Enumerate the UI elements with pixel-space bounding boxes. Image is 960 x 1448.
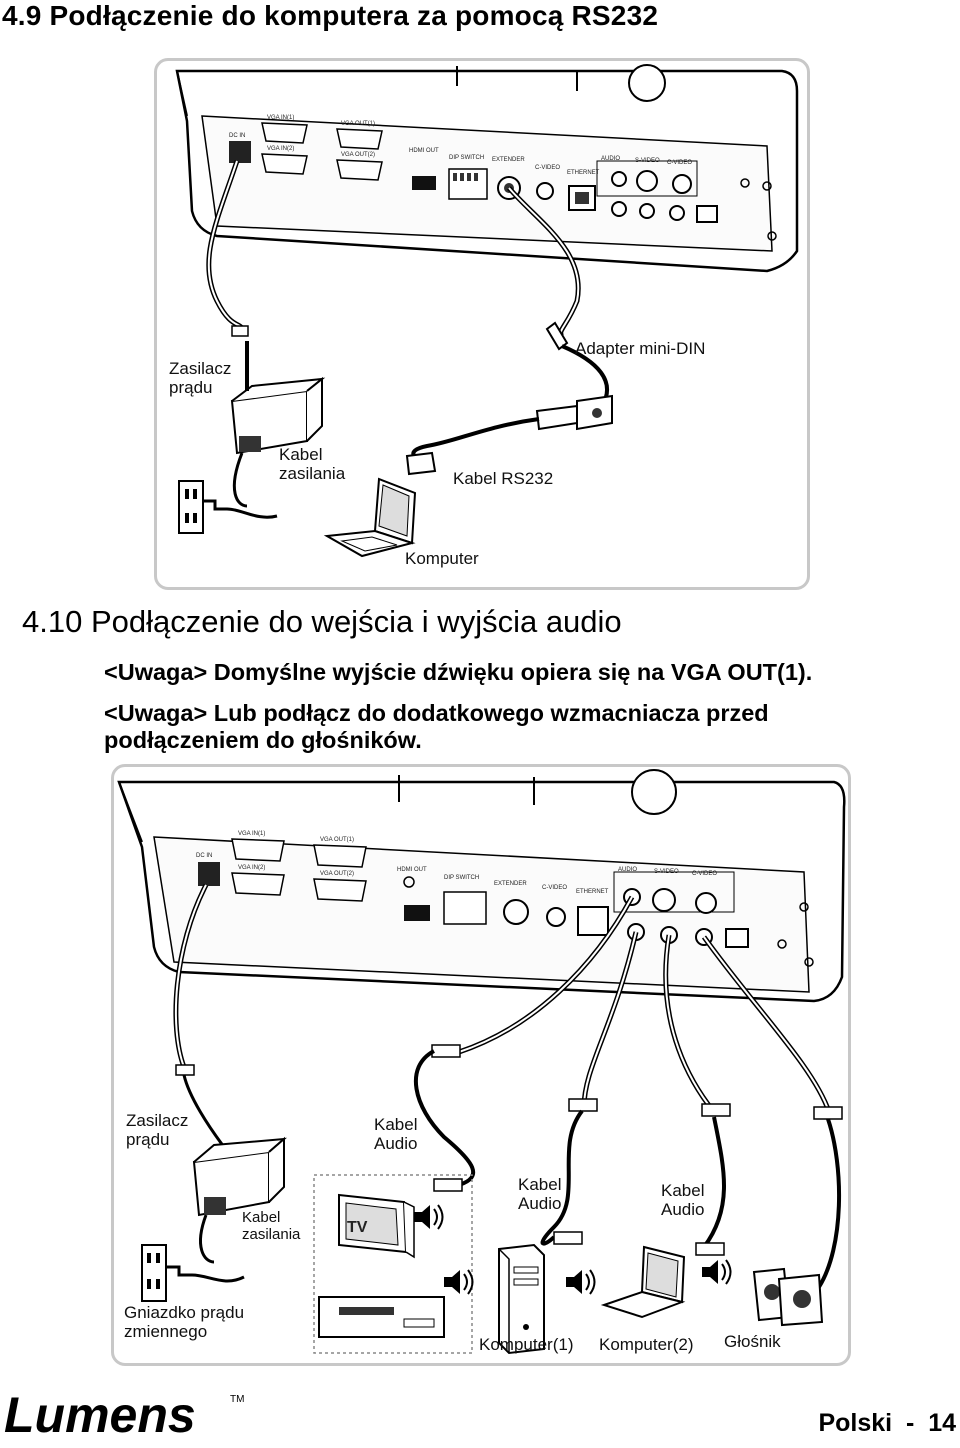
svg-text:AUDIO: AUDIO (601, 156, 620, 162)
svg-text:VGA OUT(1): VGA OUT(1) (341, 121, 375, 127)
svg-text:VGA IN(2): VGA IN(2) (267, 146, 294, 152)
svg-text:C-VIDEO: C-VIDEO (542, 885, 567, 891)
svg-text:HDMI OUT: HDMI OUT (409, 148, 439, 154)
label-speaker: Głośnik (724, 1332, 781, 1351)
lumens-logo: Lumens TM (4, 1387, 254, 1443)
label-power-cable: Kabel zasilania (279, 445, 346, 483)
svg-text:VGA IN(1): VGA IN(1) (267, 115, 294, 121)
label-mini-din-adapter: Adapter mini-DIN (575, 339, 706, 358)
lumens-logo-drawing: Lumens TM (4, 1387, 244, 1443)
section-title-audio: 4.10 Podłączenie do wejścia i wyjścia au… (22, 604, 622, 639)
rs232-diagram: DC IN VGA IN(1) VGA IN(2) VGA OUT(1) VGA… (154, 58, 810, 590)
svg-text:AUDIO: AUDIO (618, 867, 637, 873)
note-amplifier: <Uwaga> Lub podłącz do dodatkowego wzmac… (104, 700, 769, 753)
svg-text:VGA IN(1): VGA IN(1) (238, 831, 265, 837)
audio-diagram-drawing: DC IN VGA IN(1) VGA IN(2) VGA OUT(1) VGA… (117, 769, 846, 1355)
label-computer-2: Komputer(2) (599, 1335, 694, 1354)
label-audio-cable-1: Kabel Audio (374, 1115, 418, 1153)
label-power-adapter-2: Zasilacz prądu (126, 1111, 189, 1149)
svg-text:ETHERNET: ETHERNET (576, 889, 609, 895)
svg-text:C-VIDEO: C-VIDEO (692, 871, 717, 877)
svg-text:DIP SWITCH: DIP SWITCH (444, 875, 479, 881)
logo-brand-text: Lumens (4, 1388, 196, 1438)
port-label-dcin: DC IN (229, 133, 245, 139)
note-default-audio: <Uwaga> Domyślne wyjście dźwięku opiera … (104, 659, 813, 685)
svg-text:ETHERNET: ETHERNET (567, 170, 600, 176)
label-computer: Komputer (405, 549, 479, 568)
svg-text:VGA IN(2): VGA IN(2) (238, 865, 265, 871)
label-rs232-cable: Kabel RS232 (453, 469, 554, 488)
label-ac-outlet: Gniazdko prądu zmiennego (124, 1303, 245, 1341)
label-audio-cable-3: Kabel Audio (661, 1181, 705, 1219)
label-tv: TV (347, 1219, 368, 1236)
svg-text:C-VIDEO: C-VIDEO (667, 160, 692, 166)
rs232-diagram-drawing: DC IN VGA IN(1) VGA IN(2) VGA OUT(1) VGA… (175, 64, 799, 558)
label-audio-cable-2: Kabel Audio (518, 1175, 562, 1213)
svg-text:VGA OUT(2): VGA OUT(2) (341, 152, 375, 158)
svg-text:S-VIDEO: S-VIDEO (654, 869, 679, 875)
svg-text:HDMI OUT: HDMI OUT (397, 867, 427, 873)
svg-text:C-VIDEO: C-VIDEO (535, 165, 560, 171)
label-power-cable-2: Kabel zasilania (242, 1209, 301, 1243)
svg-text:DC IN: DC IN (196, 853, 212, 859)
svg-text:S-VIDEO: S-VIDEO (635, 158, 660, 164)
audio-diagram: DC IN VGA IN(1) VGA IN(2) VGA OUT(1) VGA… (111, 764, 851, 1366)
svg-text:VGA OUT(2): VGA OUT(2) (320, 871, 354, 877)
svg-text:EXTENDER: EXTENDER (494, 881, 527, 887)
label-computer-1: Komputer(1) (479, 1335, 574, 1354)
label-power-adapter: Zasilacz prądu (169, 359, 232, 397)
svg-text:DIP SWITCH: DIP SWITCH (449, 155, 484, 161)
svg-text:EXTENDER: EXTENDER (492, 157, 525, 163)
logo-trademark: TM (230, 1394, 244, 1405)
svg-text:VGA OUT(1): VGA OUT(1) (320, 837, 354, 843)
section-title-rs232: 4.9 Podłączenie do komputera za pomocą R… (2, 0, 659, 31)
page-number: Polski - 14 (818, 1409, 956, 1437)
